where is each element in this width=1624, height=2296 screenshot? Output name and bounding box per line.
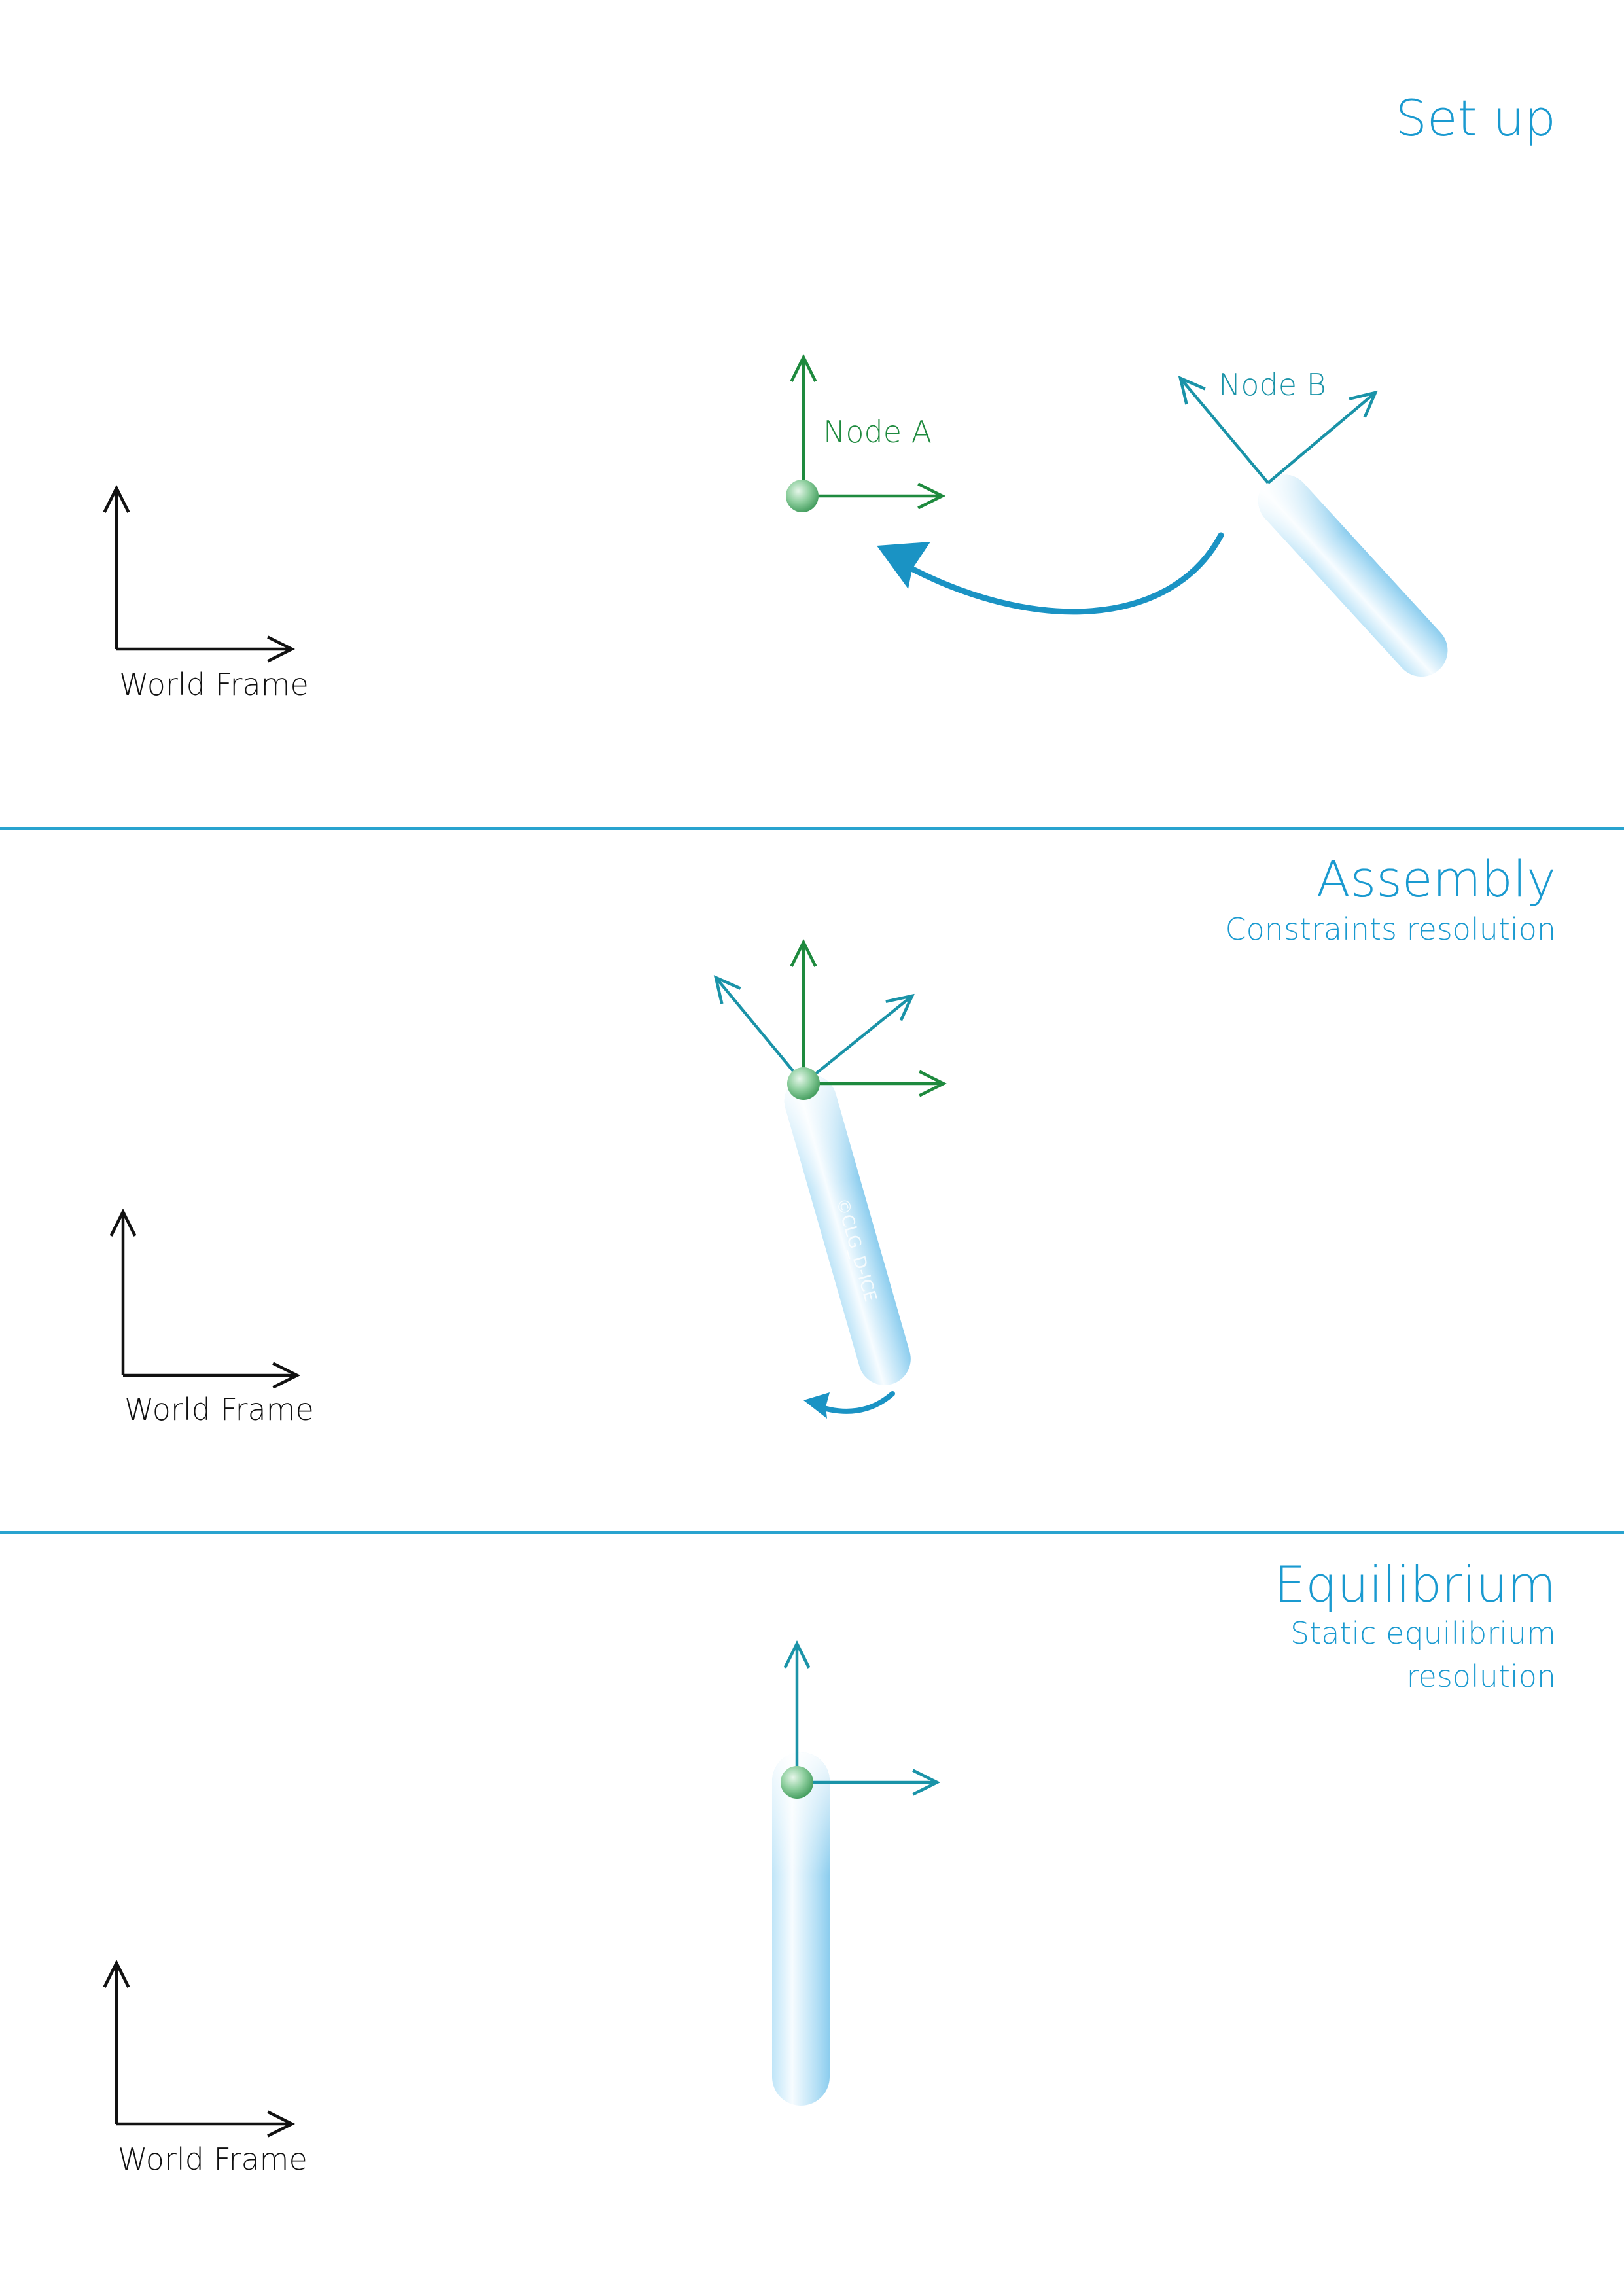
section-title: Assembly bbox=[1316, 850, 1556, 908]
beam-b bbox=[772, 1752, 830, 2106]
section-title: Set up bbox=[1396, 89, 1556, 147]
world-frame-axes: World Frame bbox=[123, 1212, 314, 1427]
node-a-frame: Node A bbox=[786, 357, 942, 512]
section-subtitle-line-1: Static equilibrium bbox=[1290, 1616, 1556, 1651]
world-frame-label: World Frame bbox=[118, 2142, 308, 2177]
node-sphere-icon bbox=[787, 1067, 820, 1100]
section-title: Equilibrium bbox=[1274, 1555, 1556, 1614]
node-b-x-axis-arrow-icon bbox=[1267, 393, 1375, 484]
node-b-label: Node B bbox=[1218, 367, 1326, 402]
node-b-y-axis-arrow-icon bbox=[1180, 378, 1269, 484]
section-setup: Set up World Frame Node A Node B bbox=[116, 89, 1556, 702]
section-equilibrium: Equilibrium Static equilibrium resolutio… bbox=[116, 1555, 1556, 2177]
node-a-sphere-icon bbox=[786, 480, 819, 512]
world-frame-label: World Frame bbox=[119, 667, 309, 702]
beam-b: ©CLG_D-ICE bbox=[784, 1074, 911, 1385]
section-subtitle: Constraints resolution bbox=[1226, 911, 1556, 947]
world-frame-axes: World Frame bbox=[116, 488, 309, 702]
node-b-x-axis-arrow-icon bbox=[802, 996, 912, 1085]
node-sphere-icon bbox=[781, 1766, 813, 1799]
rotation-curved-arrow-icon bbox=[803, 1391, 895, 1419]
world-frame-axes: World Frame bbox=[116, 1963, 308, 2177]
node-b-y-axis-arrow-icon bbox=[716, 978, 805, 1085]
section-assembly: Assembly Constraints resolution World Fr… bbox=[123, 850, 1556, 1427]
section-subtitle-line-2: resolution bbox=[1407, 1659, 1556, 1694]
motion-curved-arrow-icon bbox=[877, 532, 1224, 615]
node-b-frame: Node B bbox=[1180, 367, 1375, 484]
world-frame-label: World Frame bbox=[124, 1392, 314, 1427]
node-a-label: Node A bbox=[823, 414, 932, 450]
beam-b bbox=[1258, 474, 1448, 677]
